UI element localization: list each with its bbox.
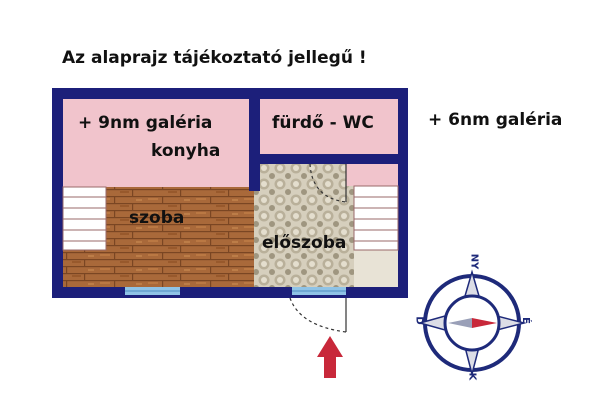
- bath-wall-left: [260, 154, 310, 164]
- compass-north-label: NY: [468, 253, 480, 270]
- bath-wall-right: [346, 154, 398, 164]
- hall-floor: [254, 164, 354, 287]
- entrance-door: [289, 297, 347, 333]
- stairs-right: [353, 185, 399, 251]
- gallery-6-label: + 6nm galéria: [428, 110, 563, 130]
- room-floor-left: [63, 250, 106, 287]
- window-bottom-right: [292, 287, 346, 295]
- wall-post: [249, 181, 260, 191]
- stairs-left: [62, 186, 107, 251]
- compass-east-label: É: [519, 317, 531, 324]
- room-floor: [106, 187, 254, 287]
- gallery-9-area: [63, 99, 249, 187]
- inner-wall-vertical: [249, 99, 260, 191]
- room-label: szoba: [129, 208, 185, 228]
- window-bottom-left: [125, 287, 180, 295]
- compass-icon: [417, 269, 527, 377]
- hall-label: előszoba: [262, 233, 347, 253]
- kitchen-label: konyha: [151, 141, 221, 161]
- bathroom-area: [260, 99, 398, 154]
- compass-west-label: D: [413, 316, 425, 325]
- entrance-arrow-icon: [317, 336, 343, 378]
- compass-south-label: K: [466, 372, 478, 381]
- gallery-9-label: + 9nm galéria: [78, 113, 213, 133]
- bathroom-label: fürdő - WC: [272, 113, 374, 133]
- disclaimer-text: Az alaprajz tájékoztató jellegű !: [62, 48, 367, 68]
- gallery-strip: [346, 164, 398, 186]
- bathroom-door: [309, 163, 347, 203]
